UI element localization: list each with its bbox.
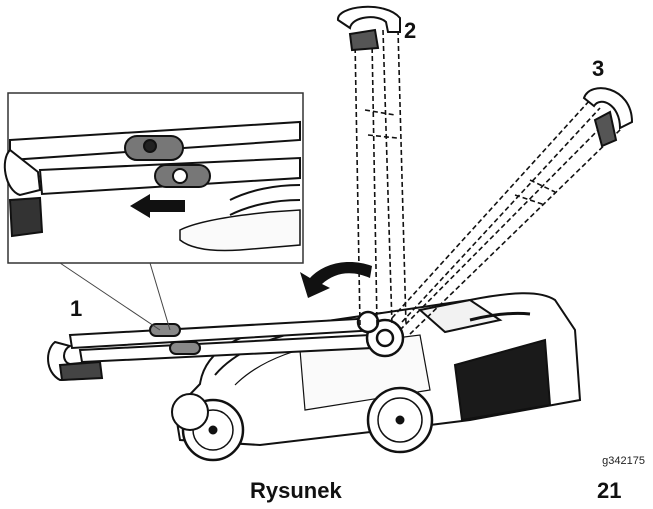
figure-caption-label: Rysunek <box>250 478 342 503</box>
handle-position-1 <box>47 316 380 382</box>
figure-code: g342175 <box>602 455 645 467</box>
callout-1: 1 <box>70 296 83 321</box>
handle-pivot <box>356 310 405 358</box>
handle-position-3 <box>391 92 627 335</box>
handle-3-grip <box>582 87 634 148</box>
callout-3: 3 <box>592 56 605 81</box>
handle-2-grip <box>337 5 401 52</box>
detail-inset <box>3 92 304 264</box>
rotation-arrow-icon <box>300 262 372 298</box>
front-wheel <box>171 393 245 462</box>
grass-catcher-grille <box>453 338 552 422</box>
callout-2: 2 <box>404 18 417 43</box>
handle-position-2 <box>344 13 407 326</box>
inset-arrow-icon <box>130 194 185 218</box>
rear-wheel <box>366 386 434 454</box>
figure-caption-number: 21 <box>597 478 622 503</box>
inset-leader-lines <box>59 262 171 331</box>
